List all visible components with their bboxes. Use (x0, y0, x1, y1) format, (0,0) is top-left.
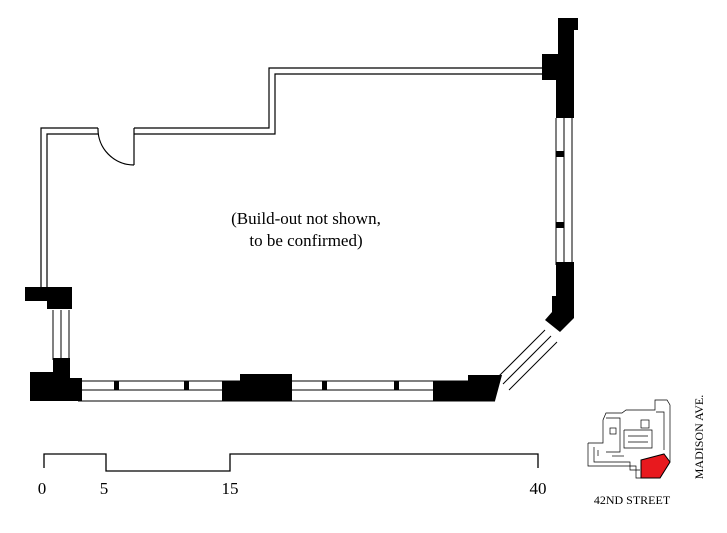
buildout-note-line1: (Build-out not shown, (231, 209, 381, 228)
buildout-note-line2: to be confirmed) (249, 231, 362, 250)
scale-label-5: 5 (100, 479, 109, 498)
street-label: 42ND STREET (594, 493, 671, 507)
scale-label-0: 0 (38, 479, 47, 498)
avenue-label: MADISON AVE. (692, 395, 706, 479)
keyplan-highlight (640, 453, 671, 479)
window-walls (52, 118, 573, 402)
interior-walls (40, 67, 542, 290)
structural-walls (25, 18, 578, 401)
door-swing (97, 127, 135, 166)
key-plan (587, 399, 671, 479)
scale-label-40: 40 (530, 479, 547, 498)
scale-bar: 0 5 15 40 (38, 453, 547, 498)
scale-label-15: 15 (222, 479, 239, 498)
